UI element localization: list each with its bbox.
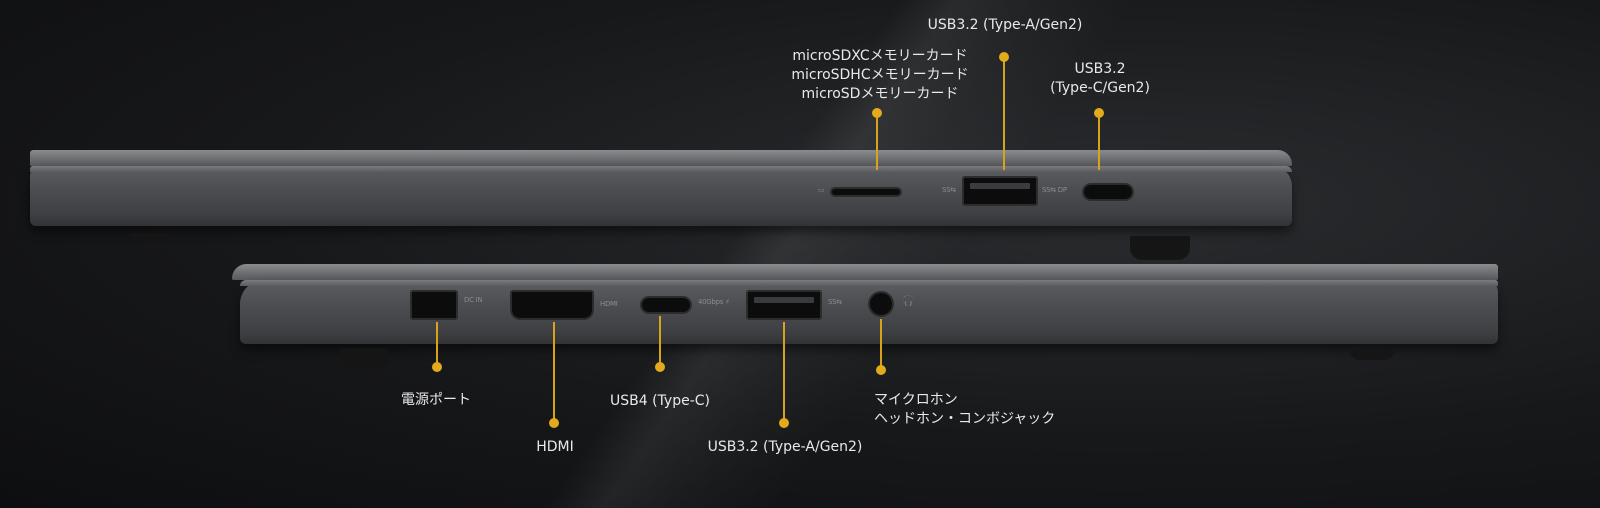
dot-usb4 — [655, 362, 665, 372]
microsd-slot — [830, 187, 902, 197]
usb-a-port-right — [962, 176, 1038, 206]
usb-a-port-left — [746, 290, 822, 320]
label-usbc-top-1: USB3.2 — [1074, 61, 1126, 77]
thunderbolt-icon: 40Gbps ⚡ — [698, 298, 730, 306]
leader-audio — [880, 319, 882, 367]
dot-power — [432, 362, 442, 372]
leader-sd — [876, 114, 878, 170]
label-hdmi: HDMI — [536, 439, 574, 455]
lid-top — [30, 150, 1292, 166]
sd-card-icon: ▭ — [818, 186, 825, 194]
leader-usba-bottom — [783, 322, 785, 420]
usb-ss-icon: SS⇆ — [942, 186, 956, 194]
label-usba-top: USB3.2 (Type-A/Gen2) — [927, 17, 1083, 33]
foot-bottom-right — [1350, 350, 1394, 360]
dot-usba-top — [999, 52, 1009, 62]
usb-c-ss-icon: SS⇆ DP — [1042, 186, 1067, 194]
dot-usba-bottom — [779, 418, 789, 428]
hdmi-port — [510, 290, 594, 320]
leader-power — [436, 322, 438, 364]
lid-bottom — [232, 264, 1498, 280]
label-usbc-top-2: (Type-C/Gen2) — [1050, 80, 1150, 96]
leader-usba-top — [1003, 58, 1005, 170]
dot-sd — [872, 108, 882, 118]
foot-top-left — [130, 233, 170, 243]
hdmi-icon: HDMI — [600, 300, 618, 308]
dc-in-icon: DC IN — [464, 296, 483, 304]
usb-c-port-right — [1082, 183, 1134, 201]
foot-top-right — [1130, 236, 1190, 260]
label-sd-3: microSDメモリーカード — [801, 86, 959, 102]
label-usb4: USB4 (Type-C) — [609, 393, 710, 409]
usb-ss-icon-left: SS⇆ — [828, 298, 842, 306]
label-audio-2: ヘッドホン・コンボジャック — [874, 411, 1056, 427]
label-usba-bottom: USB3.2 (Type-A/Gen2) — [707, 439, 863, 455]
dot-usbc-top — [1094, 108, 1104, 118]
dot-hdmi — [549, 418, 559, 428]
leader-hdmi — [553, 322, 555, 420]
power-port — [410, 290, 458, 320]
label-sd-2: microSDHCメモリーカード — [791, 67, 969, 83]
leader-usb4 — [659, 316, 661, 364]
label-sd-1: microSDXCメモリーカード — [792, 48, 968, 64]
base-top — [30, 166, 1292, 226]
label-power: 電源ポート — [401, 392, 471, 408]
foot-bottom-left — [340, 348, 388, 370]
headset-icon: 🎧 — [902, 296, 915, 307]
leader-usbc-top — [1098, 114, 1100, 170]
audio-jack — [868, 291, 894, 317]
label-audio-1: マイクロホン — [874, 392, 958, 408]
dot-audio — [876, 365, 886, 375]
usb4-port — [640, 296, 692, 314]
